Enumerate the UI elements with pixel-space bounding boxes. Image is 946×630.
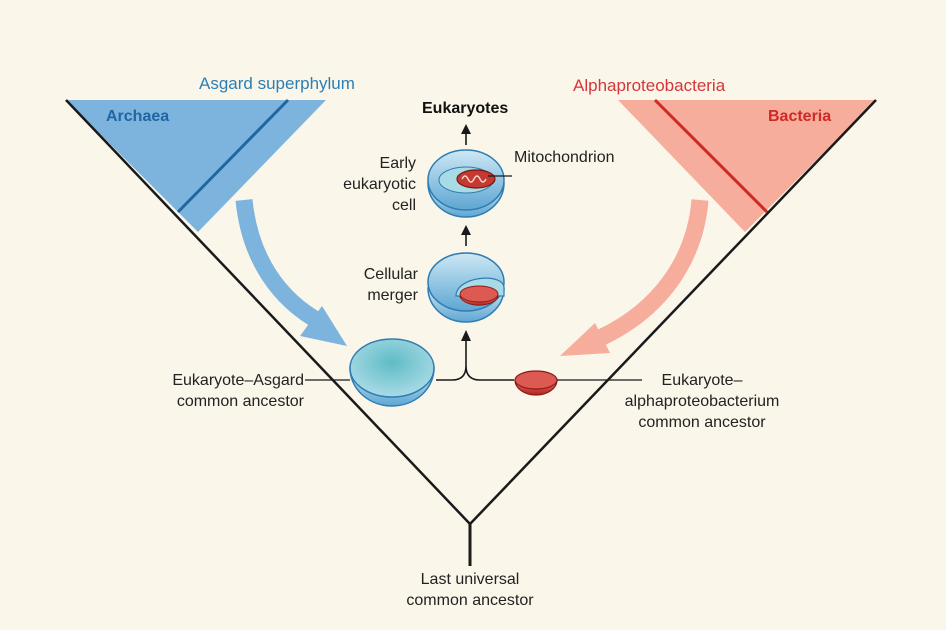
alpha-ancestor-label-line: common ancestor [638, 414, 766, 431]
archaea-label: Archaea [106, 108, 170, 125]
bacteria-arrow-shaft [596, 199, 709, 346]
alpha-branch-line [653, 98, 769, 214]
luca-label-line: common ancestor [406, 592, 534, 609]
bacteria-arrow-head [560, 323, 610, 356]
luca-label: Last universal common ancestor [380, 569, 560, 611]
asgard-ancestor-label-line: common ancestor [176, 393, 304, 410]
tree-left-line [65, 99, 471, 525]
archaea-arrow-shaft [235, 199, 325, 330]
asgard-superphylum-label: Asgard superphylum [199, 74, 355, 93]
eukaryotes-label: Eukaryotes [422, 100, 509, 117]
early-cell-label-line: Early [379, 155, 416, 172]
merger-to-early-arrowhead [461, 225, 471, 235]
bacteria-label: Bacteria [768, 108, 832, 125]
merger-label-line: Cellular [363, 266, 418, 283]
bacteria-wedge [618, 100, 876, 232]
merge-bracket [436, 336, 514, 381]
asgard-branch-line [176, 98, 290, 214]
luca-label-line: Last universal [420, 571, 520, 588]
tree-right-line [469, 99, 877, 525]
early-eukaryotic-cell [427, 149, 505, 218]
alpha-ancestor-cell [514, 370, 558, 396]
merger-label-line: merger [367, 287, 418, 304]
asgard-ancestor-label: Eukaryote–Asgard common ancestor [140, 370, 304, 412]
asgard-ancestor-label-line: Eukaryote–Asgard [172, 372, 304, 389]
alphaproteobacteria-label: Alphaproteobacteria [573, 76, 726, 95]
merger-cell [427, 252, 505, 323]
merge-arrowhead [461, 330, 471, 341]
early-cell-label-line: cell [391, 197, 416, 214]
archaea-wedge [66, 100, 326, 232]
mitochondrion-icon [456, 169, 496, 189]
merger-label: Cellular merger [330, 264, 418, 306]
alpha-ancestor-label: Eukaryote– alphaproteobacterium common a… [612, 370, 792, 433]
early-cell-label-line: eukaryotic [343, 176, 416, 193]
mitochondrion-label: Mitochondrion [514, 149, 615, 166]
early-to-eukaryotes-arrowhead [461, 124, 471, 134]
alpha-ancestor-label-line: Eukaryote– [661, 372, 743, 389]
alpha-ancestor-label-line: alphaproteobacterium [624, 393, 780, 410]
archaea-arrow-head [300, 306, 347, 346]
early-cell-label: Early eukaryotic cell [330, 153, 416, 216]
asgard-ancestor-cell [349, 338, 435, 407]
